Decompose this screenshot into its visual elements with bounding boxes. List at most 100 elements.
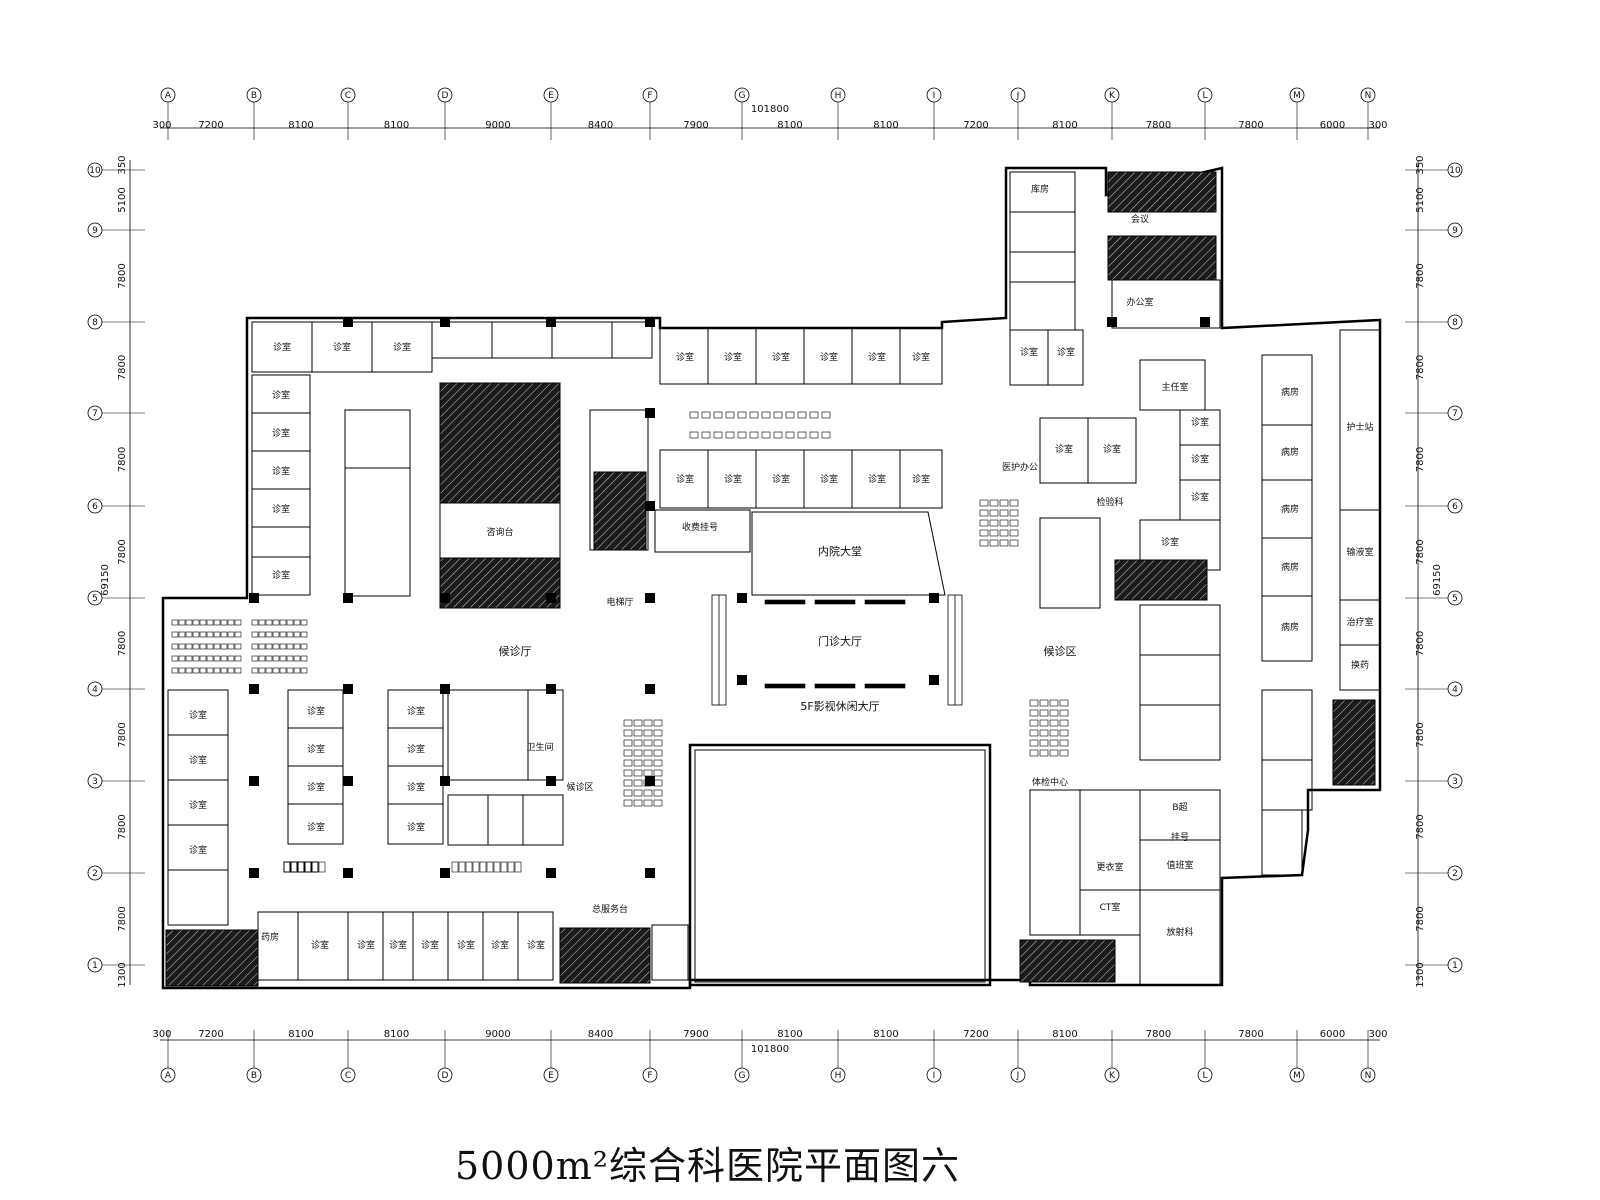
axis-bubble — [1360, 1067, 1376, 1083]
seat — [653, 729, 663, 737]
dimension-value: 8100 — [384, 120, 409, 131]
dimension-value: 7800 — [1238, 1029, 1263, 1040]
axis-bubble — [87, 405, 103, 421]
structural-column — [249, 776, 259, 786]
seat — [623, 729, 633, 737]
axis-label: D — [442, 91, 449, 101]
seat — [1039, 739, 1049, 747]
seat — [311, 861, 319, 873]
label-storage: 库房 — [1031, 183, 1049, 195]
dimension-value: 8400 — [588, 1029, 613, 1040]
clinic-label: 诊室 — [1191, 416, 1209, 428]
clinic-label: 诊室 — [820, 351, 838, 363]
seat — [785, 431, 795, 439]
dimension-value: 9000 — [485, 120, 510, 131]
structural-column — [645, 868, 655, 878]
axis-bubble — [1010, 87, 1026, 103]
clinic-label: 诊室 — [1191, 491, 1209, 503]
edge-dimension: 350 — [1415, 155, 1426, 174]
axis-label: 5 — [92, 594, 98, 604]
seat — [797, 431, 807, 439]
structural-column — [1107, 317, 1117, 327]
dimension-value: 7900 — [683, 120, 708, 131]
clinic-label: 诊室 — [912, 473, 930, 485]
dimension-value: 7200 — [198, 120, 223, 131]
seat — [989, 509, 999, 517]
axis-label: 8 — [1452, 318, 1458, 328]
seat — [643, 769, 653, 777]
axis-bubble — [1197, 87, 1213, 103]
dimension-value: 7800 — [1415, 447, 1426, 472]
seat — [293, 655, 301, 662]
seat — [979, 509, 989, 517]
seat — [283, 861, 291, 873]
seat — [623, 759, 633, 767]
seat — [458, 861, 466, 873]
structural-column — [737, 593, 747, 603]
structural-column — [546, 776, 556, 786]
rail — [814, 599, 856, 605]
axis-bubble — [543, 1067, 559, 1083]
seat — [178, 667, 186, 674]
axis-bubble — [926, 87, 942, 103]
dimension-value: 5100 — [1415, 187, 1426, 212]
seat — [500, 861, 508, 873]
label-lab: 检验科 — [1096, 496, 1123, 508]
structural-column — [929, 593, 939, 603]
seat — [633, 779, 643, 787]
structural-column — [645, 408, 655, 418]
axis-bubble — [830, 1067, 846, 1083]
seat — [199, 655, 207, 662]
dimension-value: 7800 — [1415, 722, 1426, 747]
dimension-value: 7800 — [117, 263, 128, 288]
seat — [220, 643, 228, 650]
clinic-label: 诊室 — [772, 473, 790, 485]
dimension-value: 7800 — [117, 631, 128, 656]
dimension-value: 7800 — [1415, 631, 1426, 656]
seat — [272, 643, 280, 650]
seat — [258, 667, 266, 674]
total-height-right: 69150 — [1432, 564, 1443, 596]
seat — [821, 431, 831, 439]
seat — [653, 789, 663, 797]
label-consult: 咨询台 — [486, 526, 513, 538]
clinic-label: 诊室 — [393, 341, 411, 353]
seat — [234, 655, 242, 662]
seat — [653, 779, 663, 787]
seat — [821, 411, 831, 419]
dimension-value: 7800 — [117, 447, 128, 472]
axis-bubble — [246, 1067, 262, 1083]
seat — [251, 655, 259, 662]
seat — [234, 643, 242, 650]
seat — [1059, 729, 1069, 737]
seat — [451, 861, 459, 873]
axis-label: I — [933, 91, 936, 101]
seat — [297, 861, 305, 873]
seat — [300, 619, 308, 626]
axis-label: 5 — [1452, 594, 1458, 604]
dimension-value: 7800 — [117, 814, 128, 839]
structural-column — [645, 593, 655, 603]
structural-column — [440, 684, 450, 694]
edge-dimension: 300 — [1368, 1029, 1387, 1040]
label-meeting: 会议 — [1131, 213, 1149, 225]
axis-label: G — [739, 1071, 746, 1081]
seat — [999, 509, 1009, 517]
edge-dimension: 1300 — [1415, 962, 1426, 987]
seat — [279, 667, 287, 674]
seat — [653, 739, 663, 747]
label-hall-center: 5F影视休闲大厅 — [800, 699, 879, 713]
seat — [1009, 529, 1019, 537]
label-registration: 挂号 — [1171, 831, 1189, 843]
seat — [286, 667, 294, 674]
seat — [227, 655, 235, 662]
seat — [979, 499, 989, 507]
dimension-value: 7800 — [117, 906, 128, 931]
seat — [633, 799, 643, 807]
axis-label: 2 — [1452, 869, 1458, 879]
seat — [206, 655, 214, 662]
seat — [265, 631, 273, 638]
seat — [493, 861, 501, 873]
clinic-label: 诊室 — [307, 743, 325, 755]
label-hall-left: 候诊厅 — [499, 644, 532, 658]
